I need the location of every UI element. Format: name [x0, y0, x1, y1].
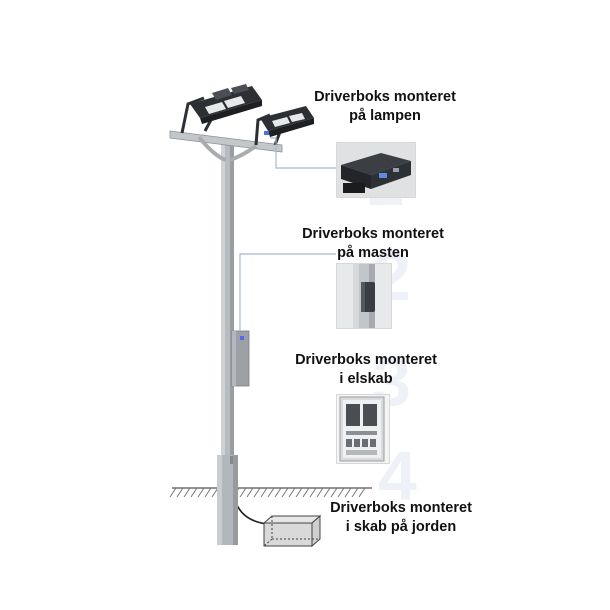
caption-ground-line2: i skab på jorden [345, 519, 457, 535]
caption-mast-line1: Driverboks monteret [302, 226, 444, 242]
ground-hatch-mark [323, 487, 331, 498]
caption-cabinet-line2: i elskab [339, 371, 393, 387]
ground-hatch-mark [295, 487, 303, 498]
caption-ground-line1: Driverboks monteret [330, 500, 472, 516]
pole-crossbar [169, 130, 283, 162]
leader-line-mast [239, 253, 336, 331]
photo-mast-driver-box [336, 263, 392, 329]
caption-mast-line2: på masten [337, 245, 409, 261]
caption-lamp-line1: Driverboks monteret [314, 89, 456, 105]
ground-hatch-mark [281, 487, 289, 498]
ground-hatch-mark [260, 487, 268, 498]
ground-hatch-mark [267, 487, 275, 498]
photo-lamp-driver-box [336, 142, 416, 198]
caption-mast: Driverboks monteret på masten [288, 225, 458, 263]
ground-hatch-mark [358, 487, 366, 498]
mast-driver-box [231, 330, 250, 387]
ground-hatch-mark [197, 487, 205, 498]
ground-hatch-mark [309, 487, 317, 498]
underground-cable [232, 491, 269, 525]
caption-cabinet-line1: Driverboks monteret [295, 352, 437, 368]
ground-hatch-mark [169, 487, 177, 498]
ground-hatch-mark [302, 487, 310, 498]
ground-hatch-mark [204, 487, 212, 498]
ground-surface [169, 487, 372, 498]
ground-cabinet-box [262, 514, 322, 548]
ground-hatch-mark [253, 487, 261, 498]
caption-lamp-line2: på lampen [349, 108, 421, 124]
ground-hatch-mark [351, 487, 359, 498]
ground-hatch-mark [183, 487, 191, 498]
floodlight-right [254, 106, 314, 146]
ground-hatch-mark [176, 487, 184, 498]
ground-hatch-mark [288, 487, 296, 498]
ground-hatch-mark [337, 487, 345, 498]
photo-electrical-cabinet [336, 394, 390, 464]
caption-lamp: Driverboks monteret på lampen [300, 88, 470, 126]
ground-hatch-mark [344, 487, 352, 498]
leader-line-lamp [270, 137, 336, 169]
ground-hatch-mark [316, 487, 324, 498]
ground-hatch-mark [274, 487, 282, 498]
floodlight-left [180, 84, 262, 134]
ground-hatch-mark [190, 487, 198, 498]
ground-hatch-mark [330, 487, 338, 498]
caption-ground: Driverboks monteret i skab på jorden [316, 499, 486, 537]
ground-hatch-mark [246, 487, 254, 498]
caption-cabinet: Driverboks monteret i elskab [281, 351, 451, 389]
ground-hatch-mark [239, 487, 247, 498]
